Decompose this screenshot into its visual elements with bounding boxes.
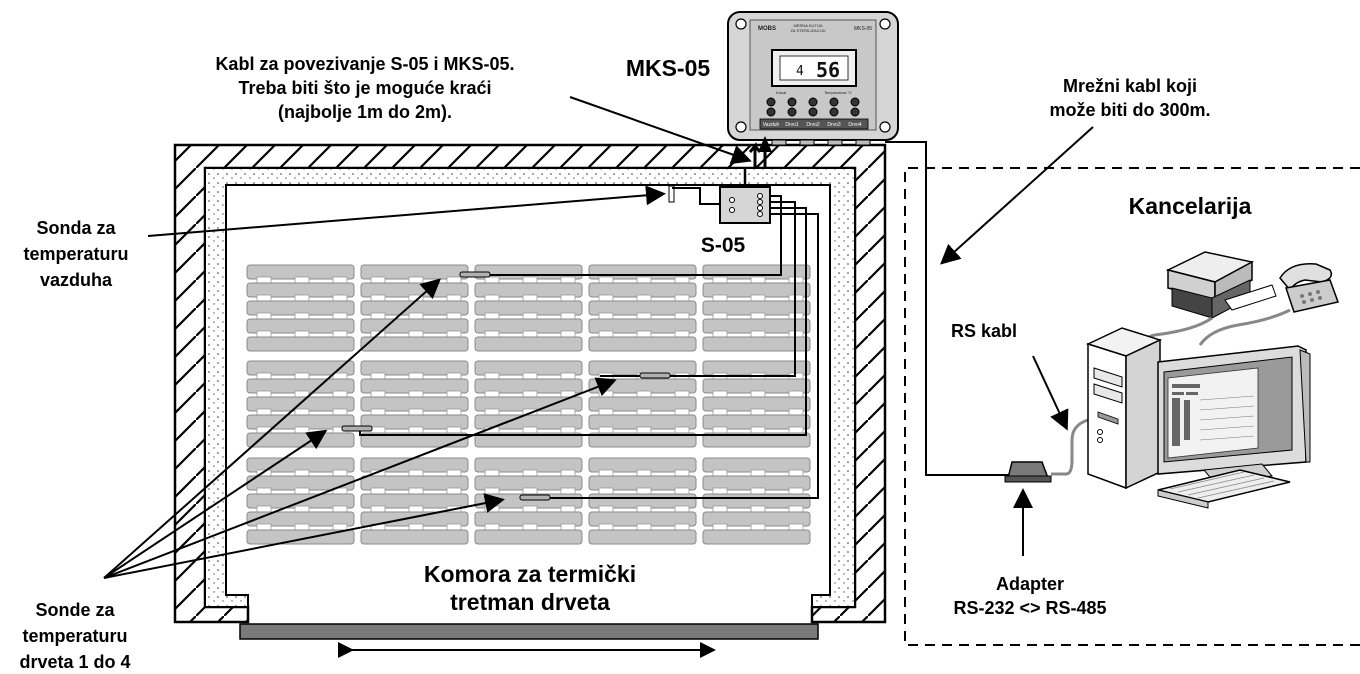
device-button	[808, 107, 818, 117]
device-button-label: Drvo3	[827, 122, 841, 128]
telephone	[1279, 263, 1339, 313]
device-model-tag: MKS-05	[854, 26, 872, 32]
chamber-door	[239, 623, 819, 640]
chamber-line1: Komora za termički	[424, 561, 636, 587]
device-button	[850, 107, 860, 117]
adapter-line2: RS-232 <> RS-485	[953, 598, 1106, 618]
display-temperature: 56	[816, 58, 840, 82]
pallet	[246, 264, 355, 352]
pallet	[588, 360, 697, 448]
network-note-line1: Mrežni kabl koji	[1063, 76, 1197, 96]
air-probe-line3: vazduha	[40, 270, 113, 290]
device-button	[808, 97, 818, 107]
wood-probes-line3: drveta 1 do 4	[19, 652, 130, 672]
pallet	[702, 457, 811, 545]
wood-pallet-stack	[246, 264, 811, 545]
device-brand: MOBS	[758, 26, 776, 32]
network-cable	[885, 141, 1010, 476]
device-button	[850, 97, 860, 107]
device-button	[787, 97, 797, 107]
device-button-label: Vazduh	[763, 122, 780, 128]
office-boundary	[904, 167, 1360, 646]
keyboard	[1157, 469, 1291, 509]
display-right-caption: Temperatura °C	[824, 90, 852, 95]
wood-probes-label: Sonde za temperaturu drveta 1 do 4	[19, 600, 130, 672]
device-button	[829, 107, 839, 117]
s05-label: S-05	[701, 234, 746, 257]
wood-probes-line2: temperaturu	[22, 626, 127, 646]
printer	[1165, 251, 1277, 319]
device-button-labels: Vazduh Drvo1 Drvo2 Drvo3 Drvo4	[763, 122, 862, 128]
computer-tower	[1085, 327, 1163, 490]
adapter-label: Adapter RS-232 <> RS-485	[953, 574, 1106, 618]
adapter-line1: Adapter	[996, 574, 1064, 594]
pallet	[702, 264, 811, 352]
pallet	[702, 360, 811, 448]
device-button	[766, 97, 776, 107]
pallet	[474, 264, 583, 352]
device-button	[787, 107, 797, 117]
probe-wiring	[359, 168, 819, 499]
pallet	[360, 360, 469, 448]
pallet	[474, 360, 583, 448]
s05-junction-box	[719, 186, 771, 224]
pallet	[588, 457, 697, 545]
air-probe-line1: Sonda za	[36, 218, 116, 238]
wood-probes-line1: Sonde za	[35, 600, 115, 620]
chamber-label: Komora za termički tretman drveta	[424, 561, 636, 615]
mks05-device: MOBS MERNA KUTIJA ZA STERILIZACIJU MKS-0…	[727, 11, 899, 146]
cable-note: Kabl za povezivanje S-05 i MKS-05. Treba…	[215, 54, 514, 122]
office-title: Kancelarija	[1129, 193, 1252, 219]
wood-probes	[341, 271, 671, 501]
device-button-label: Drvo1	[785, 122, 799, 128]
cable-note-line2: Treba biti što je moguće kraći	[238, 78, 491, 98]
device-subtitle-1: MERNA KUTIJA	[793, 23, 822, 28]
network-note-line2: može biti do 300m.	[1049, 100, 1210, 120]
pallet	[360, 264, 469, 352]
rs-cable	[1051, 418, 1089, 476]
pallet	[588, 264, 697, 352]
pallet	[246, 457, 355, 545]
cable-note-line3: (najbolje 1m do 2m).	[278, 102, 452, 122]
air-probe-label: Sonda za temperaturu vazduha	[23, 218, 128, 290]
computer-monitor	[1157, 345, 1311, 483]
annotation-arrows	[103, 96, 1094, 579]
device-subtitle-2: ZA STERILIZACIJU	[790, 28, 825, 33]
device-button-row	[766, 97, 860, 117]
network-note: Mrežni kabl koji može biti do 300m.	[1049, 76, 1210, 120]
device-button	[829, 97, 839, 107]
display-channel: 4	[796, 64, 804, 79]
adapter-device	[1004, 461, 1052, 483]
air-probe-line2: temperaturu	[23, 244, 128, 264]
chamber-walls	[173, 143, 887, 624]
device-button-label: Drvo4	[848, 122, 862, 128]
mks05-title: MKS-05	[626, 55, 711, 81]
chamber-line2: tretman drveta	[450, 589, 610, 615]
rs-cable-label: RS kabl	[951, 321, 1017, 341]
pallet	[360, 457, 469, 545]
cable-note-line1: Kabl za povezivanje S-05 i MKS-05.	[215, 54, 514, 74]
device-button-label: Drvo2	[806, 122, 820, 128]
display-left-caption: Kanal	[776, 90, 786, 95]
device-button	[766, 107, 776, 117]
